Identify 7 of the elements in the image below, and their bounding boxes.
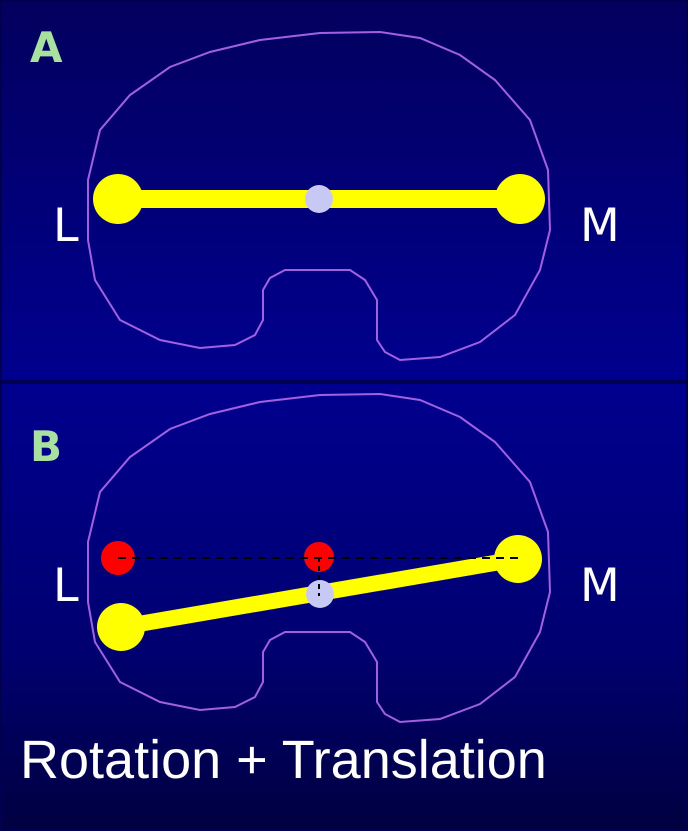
caption-text: Rotation + Translation — [20, 733, 547, 787]
side-label: M — [580, 562, 620, 608]
panel-letter: A — [30, 27, 63, 69]
side-label: L — [53, 562, 79, 608]
panel-letter: B — [30, 426, 62, 468]
side-label: L — [53, 202, 79, 248]
side-label: M — [580, 202, 620, 248]
